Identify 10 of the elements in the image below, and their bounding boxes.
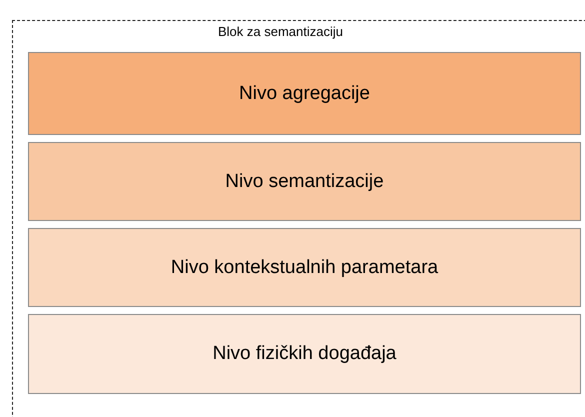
layer-label: Nivo agregacije (239, 82, 370, 104)
dashed-group-frame (12, 20, 585, 417)
layer-label: Nivo kontekstualnih parametara (170, 256, 438, 278)
layer-box (28, 142, 581, 221)
layer-box (28, 314, 581, 394)
layer-box (28, 228, 581, 307)
layer-box (28, 52, 581, 135)
group-title: Blok za semantizaciju (218, 24, 343, 39)
layer-label: Nivo fizičkih događaja (212, 343, 396, 365)
layer-label: Nivo semantizacije (225, 170, 384, 192)
